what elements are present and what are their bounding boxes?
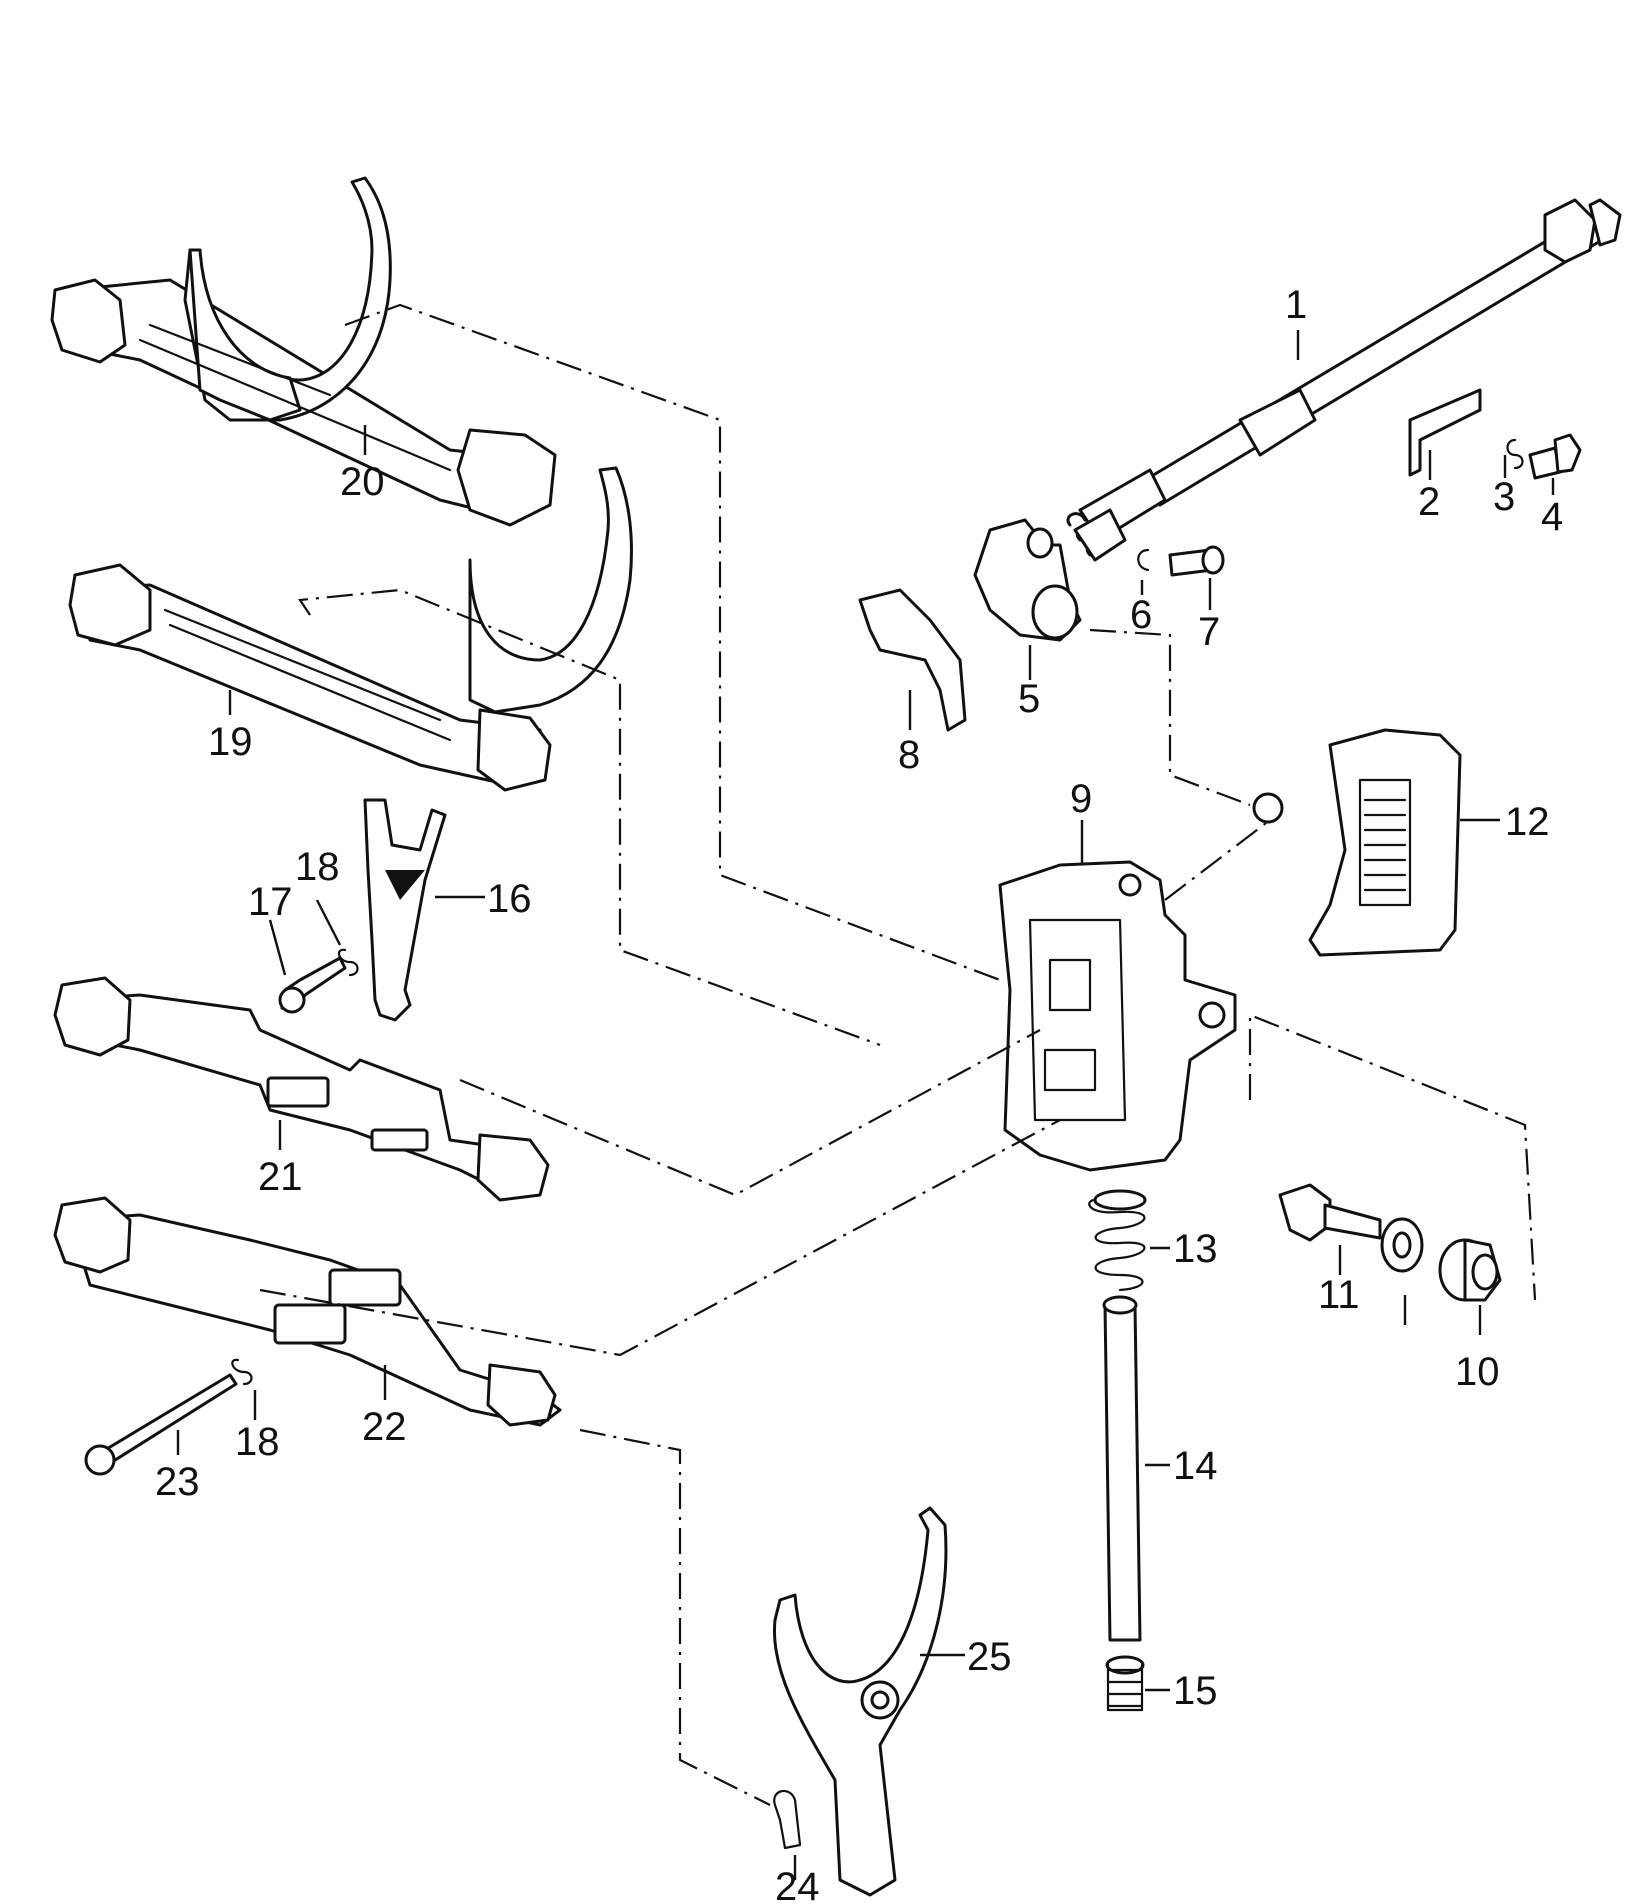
pin-14 bbox=[1102, 1295, 1142, 1642]
bracket-2 bbox=[1408, 388, 1482, 477]
callout-18-lower: 18 bbox=[235, 1420, 280, 1464]
callout-leaders bbox=[176, 330, 1555, 1880]
callout-3: 3 bbox=[1493, 475, 1515, 519]
bolt-7 bbox=[1168, 545, 1225, 577]
callout-25: 25 bbox=[967, 1635, 1012, 1679]
spring-13 bbox=[1088, 1189, 1147, 1292]
callout-13: 13 bbox=[1173, 1227, 1218, 1271]
gate-block-9 bbox=[998, 860, 1237, 1172]
clip-18-lower bbox=[231, 1358, 253, 1386]
callout-9: 9 bbox=[1070, 777, 1092, 821]
callout-20: 20 bbox=[340, 460, 385, 504]
selector-rod-20 bbox=[50, 176, 557, 527]
circlip-6 bbox=[1137, 548, 1150, 572]
callout-22: 22 bbox=[362, 1405, 407, 1449]
selector-rod-21 bbox=[53, 976, 550, 1202]
callout-16: 16 bbox=[487, 877, 532, 921]
callout-1: 1 bbox=[1285, 283, 1307, 327]
screw-23 bbox=[84, 1373, 238, 1476]
callout-14: 14 bbox=[1173, 1444, 1218, 1488]
callout-12: 12 bbox=[1505, 800, 1550, 844]
selector-rod-19 bbox=[68, 466, 633, 792]
shift-shaft-1 bbox=[1066, 198, 1622, 562]
washer-11 bbox=[1380, 1217, 1424, 1273]
assembly-lines bbox=[259, 303, 1537, 1806]
callout-labels: 1 2 3 4 5 6 7 8 9 10 11 12 13 14 15 16 1… bbox=[155, 283, 1563, 1904]
callout-19: 19 bbox=[208, 720, 253, 764]
callout-17: 17 bbox=[248, 880, 293, 924]
washer-3 bbox=[1506, 438, 1524, 470]
callout-23: 23 bbox=[155, 1460, 200, 1504]
shift-fork-16 bbox=[363, 798, 447, 1022]
callout-5: 5 bbox=[1018, 677, 1040, 721]
bolt-11 bbox=[1278, 1183, 1382, 1242]
spring-housing-12 bbox=[1252, 728, 1462, 957]
spring-15 bbox=[1105, 1655, 1145, 1712]
callout-2: 2 bbox=[1418, 480, 1440, 524]
callout-15: 15 bbox=[1173, 1669, 1218, 1713]
clip-18-upper bbox=[337, 948, 359, 977]
callout-24: 24 bbox=[775, 1865, 820, 1904]
housing-5 bbox=[973, 518, 1082, 642]
callout-10: 10 bbox=[1455, 1350, 1500, 1394]
shift-fork-25 bbox=[772, 1506, 948, 1897]
selector-rod-22 bbox=[53, 1196, 562, 1427]
clip-8 bbox=[858, 588, 967, 732]
callout-18-upper: 18 bbox=[295, 845, 340, 889]
bush-10 bbox=[1438, 1238, 1502, 1302]
screw-17 bbox=[278, 956, 347, 1014]
callout-11: 11 bbox=[1318, 1273, 1360, 1317]
callout-21: 21 bbox=[258, 1155, 303, 1199]
bolt-4 bbox=[1528, 433, 1582, 480]
callout-7: 7 bbox=[1198, 610, 1220, 654]
callout-4: 4 bbox=[1541, 495, 1563, 539]
callout-6: 6 bbox=[1130, 593, 1152, 637]
clip-24 bbox=[773, 1789, 802, 1850]
callout-8: 8 bbox=[898, 733, 920, 777]
